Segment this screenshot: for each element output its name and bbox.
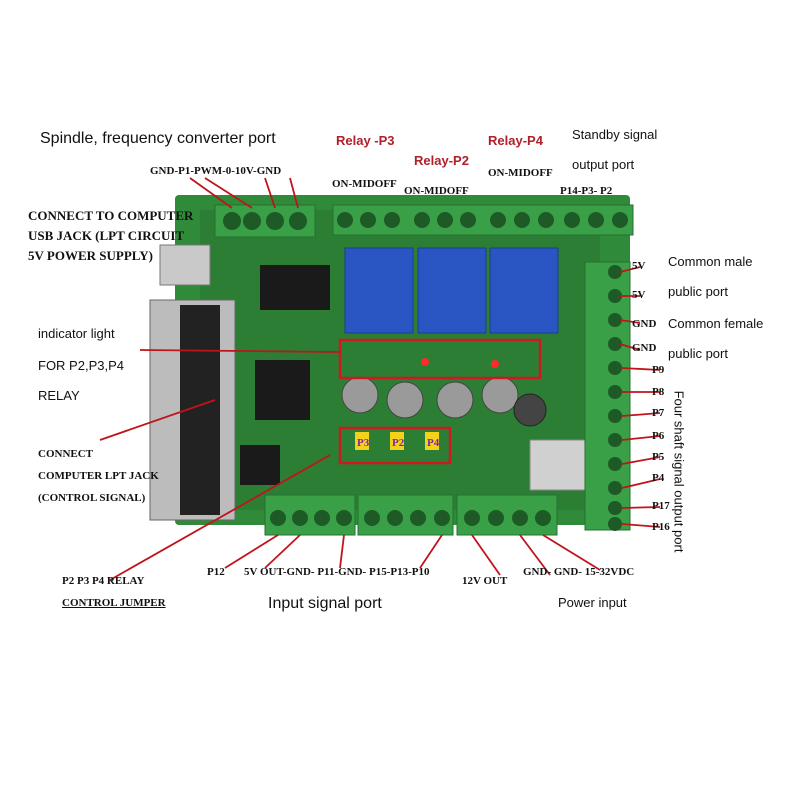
relay-p3-label: Relay -P3: [336, 133, 395, 148]
common-female-line2: public port: [668, 346, 728, 361]
spindle-pin-labels: GND-P1-PWM-0-10V-GND: [150, 165, 282, 177]
input-signal-port-label: Input signal port: [268, 595, 382, 612]
connect-usb-line1: CONNECT TO COMPUTER: [28, 208, 194, 223]
bottom-terminal-blocks: [264, 494, 558, 536]
relay-jumper-line2: CONTROL JUMPER: [62, 597, 166, 609]
common-male-line2: public port: [668, 284, 728, 299]
indicator-label-line2: FOR P2,P3,P4: [38, 358, 124, 373]
ic-chip: [260, 265, 330, 310]
relays: [344, 247, 559, 334]
usb-jack: [159, 244, 211, 286]
indicator-highlight-box: [338, 338, 542, 380]
common-male-line1: Common male: [668, 254, 753, 269]
four-shaft-label: Four shaft signal output port: [671, 390, 687, 553]
jumper-highlight-box: [338, 426, 452, 465]
relay-p2: [417, 247, 487, 334]
indicator-label-line1: indicator light: [38, 326, 115, 341]
relay-p4-pins: ON-MIDOFF: [488, 167, 553, 179]
right-pin-gnd-b: GND: [632, 342, 657, 354]
bottom-pin-12v-out: 12V OUT: [462, 575, 508, 587]
bottom-pin-group-1: 5V OUT-GND- P11-GND- P15-P13-P10: [244, 566, 430, 578]
connect-lpt-line1: CONNECT: [38, 448, 94, 460]
right-pin-5v-a: 5V: [632, 260, 646, 272]
relay-p4-label: Relay-P4: [488, 133, 543, 148]
right-pin-p7: P7: [652, 407, 665, 419]
common-female-line1: Common female: [668, 316, 764, 331]
standby-label-line2: output port: [572, 157, 635, 172]
ic-chip: [255, 360, 310, 420]
spindle-port-title: Spindle, frequency converter port: [40, 130, 276, 147]
jumper-label-p3: P3: [357, 437, 370, 449]
right-pin-gnd-a: GND: [632, 318, 657, 330]
spindle-terminal-block: [214, 204, 316, 238]
right-pin-p8: P8: [652, 386, 665, 398]
db25-connector: [149, 299, 236, 521]
relay-p3-pins: ON-MIDOFF: [332, 178, 397, 190]
connect-usb-line2: USB JACK (LPT CIRCUIT: [28, 228, 185, 243]
connect-lpt-line3: (CONTROL SIGNAL): [38, 492, 146, 504]
right-pin-p17: P17: [652, 500, 670, 512]
relay-p2-label: Relay-P2: [414, 153, 469, 168]
ic-chip: [240, 445, 280, 485]
standby-pin-labels: P14-P3- P2: [560, 185, 613, 197]
bottom-pin-power: GND- GND- 15-32VDC: [523, 566, 635, 578]
relay-p3: [344, 247, 414, 334]
bottom-pin-p12: P12: [207, 566, 225, 578]
right-pin-p6: P6: [652, 430, 665, 442]
connect-usb-line3: 5V POWER SUPPLY): [28, 248, 153, 263]
right-pin-5v-b: 5V: [632, 289, 646, 301]
relay-p4: [489, 247, 559, 334]
right-terminal-block: [584, 261, 631, 531]
right-pin-p16: P16: [652, 521, 670, 533]
right-pin-p9: P9: [652, 364, 665, 376]
right-pin-p5: P5: [652, 451, 665, 463]
power-input-label: Power input: [558, 595, 627, 610]
capacitors: [341, 376, 547, 427]
standby-label-line1: Standby signal: [572, 127, 658, 142]
connect-lpt-line2: COMPUTER LPT JACK: [38, 470, 159, 482]
pointer-lines: [99, 177, 661, 581]
indicator-label-line3: RELAY: [38, 388, 80, 403]
relay-jumper-line1: P2 P3 P4 RELAY: [62, 575, 145, 587]
relay-terminal-blocks: [332, 204, 634, 236]
jumper-label-p4: P4: [427, 437, 440, 449]
jumper-label-p2: P2: [392, 437, 405, 449]
relay-p2-pins: ON-MIDOFF: [404, 185, 469, 197]
right-pin-p4: P4: [652, 472, 665, 484]
